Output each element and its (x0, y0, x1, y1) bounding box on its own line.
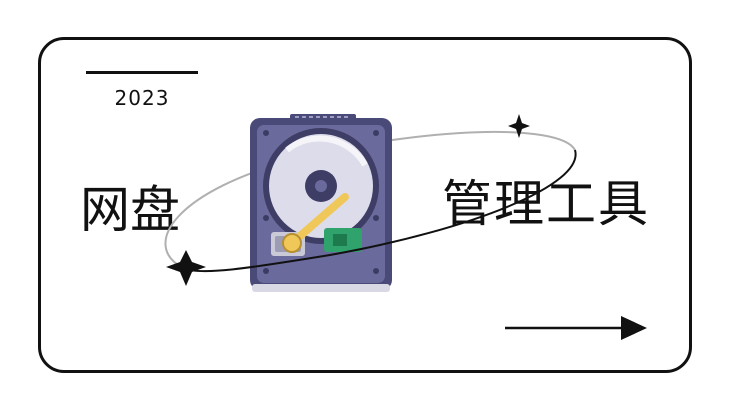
sparkle-star-icon (508, 114, 530, 138)
hard-drive-icon (250, 114, 392, 292)
orbit-ellipse (182, 149, 577, 273)
title-right: 管理工具 (442, 175, 650, 233)
year-label: 2023 (114, 86, 170, 110)
arrow-right-icon (505, 316, 647, 340)
year-divider (86, 71, 198, 74)
title-left: 网盘 (80, 181, 180, 239)
sparkle-star-icon (166, 250, 206, 286)
